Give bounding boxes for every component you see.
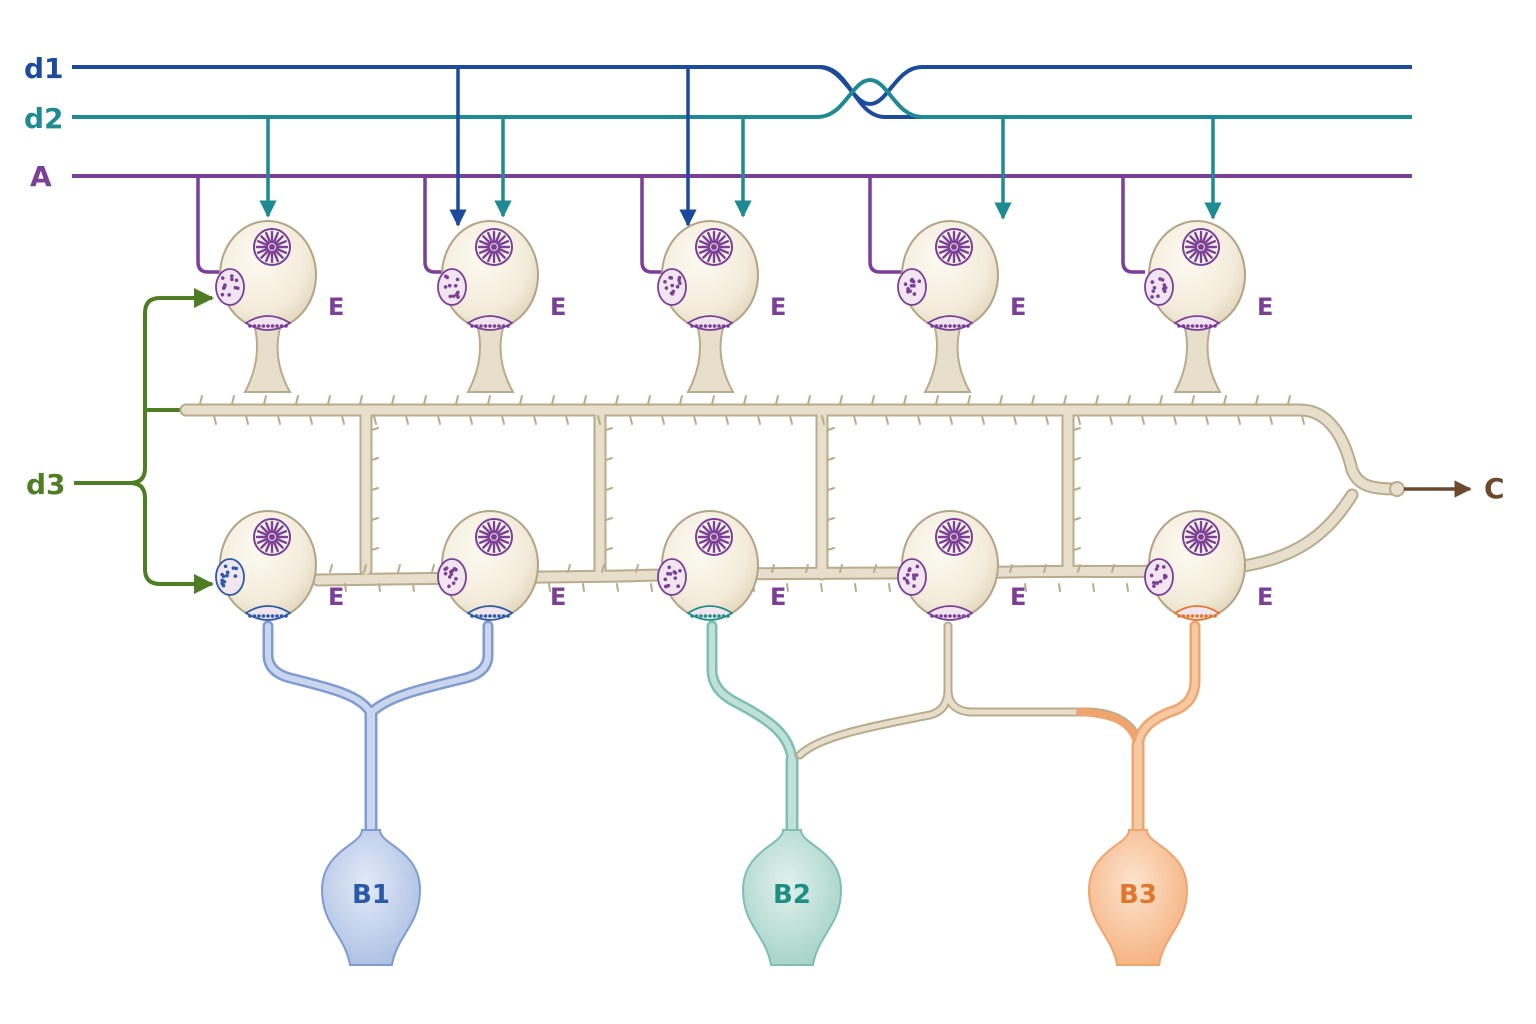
nucleus <box>1183 519 1219 555</box>
side-synapse <box>658 559 686 595</box>
side-synapse <box>898 269 926 305</box>
C-label: C <box>1484 472 1505 505</box>
b2-soma: B2 <box>743 830 841 965</box>
cell-label: E <box>328 583 344 611</box>
b3-soma: B3 <box>1089 830 1187 965</box>
d2-label: d2 <box>24 102 64 135</box>
cell-E: E <box>438 511 566 620</box>
cell-label: E <box>1257 583 1273 611</box>
nucleus <box>476 519 512 555</box>
output-bulb <box>1390 482 1404 496</box>
d3-input <box>74 298 212 584</box>
input-lines <box>72 67 1412 117</box>
nucleus <box>254 519 290 555</box>
side-synapse <box>438 269 466 305</box>
cell-E: E <box>216 511 344 620</box>
side-synapse <box>1145 559 1173 595</box>
cell-E: E <box>898 221 1026 330</box>
b3-label: B3 <box>1119 880 1157 910</box>
d3-label: d3 <box>26 468 66 501</box>
cell-label: E <box>328 293 344 321</box>
b1-label: B1 <box>352 880 390 910</box>
cell-E: E <box>438 221 566 330</box>
d3-branch <box>130 298 212 483</box>
A-label: A <box>30 160 52 193</box>
d1-label: d1 <box>24 52 64 85</box>
b-projections <box>268 626 1195 830</box>
cell-E: E <box>658 221 786 330</box>
cell-label: E <box>1257 293 1273 321</box>
d2-path <box>72 67 888 117</box>
cell-label: E <box>770 293 786 321</box>
d1-drops <box>458 67 688 225</box>
nucleus <box>254 229 290 265</box>
cell-label: E <box>1010 293 1026 321</box>
b1-soma: B1 <box>322 830 420 965</box>
cell-label: E <box>1010 583 1026 611</box>
cell-E: E <box>898 511 1026 620</box>
nucleus <box>1183 229 1219 265</box>
nucleus <box>936 229 972 265</box>
side-synapse <box>438 559 466 595</box>
d2-drops <box>268 117 1213 218</box>
A-drop <box>642 176 662 272</box>
A-drop <box>1123 176 1145 272</box>
nucleus <box>696 519 732 555</box>
side-synapse <box>898 559 926 595</box>
A-drop <box>870 176 902 272</box>
top-cell-row: EEEEE <box>216 221 1273 330</box>
nucleus <box>936 519 972 555</box>
cell-label: E <box>550 293 566 321</box>
b2-label: B2 <box>773 880 811 910</box>
side-synapse <box>216 559 244 595</box>
cell-label: E <box>770 583 786 611</box>
d1-main <box>72 67 880 117</box>
side-synapse <box>658 269 686 305</box>
side-synapse <box>216 269 244 305</box>
cell-label: E <box>550 583 566 611</box>
d1-wire <box>72 67 1412 104</box>
d3-branch <box>130 483 212 584</box>
b-somata: B1 B2 B3 <box>322 830 1187 965</box>
A-drop <box>198 176 222 272</box>
nucleus <box>696 229 732 265</box>
d2-wire <box>72 80 1412 117</box>
side-synapse <box>1145 269 1173 305</box>
nucleus <box>476 229 512 265</box>
cell-E: E <box>216 221 344 330</box>
A-drop <box>425 176 442 272</box>
d1-line <box>72 67 1412 117</box>
cell-E: E <box>658 511 786 620</box>
cell-E: E <box>1145 221 1273 330</box>
